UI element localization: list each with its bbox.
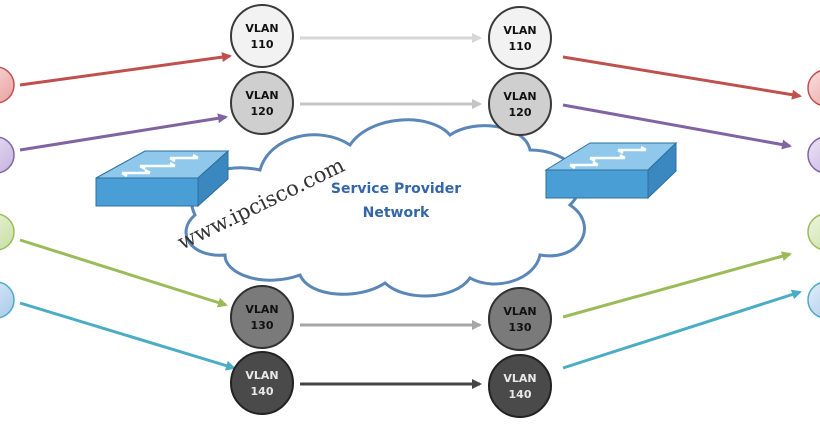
vlan-word: VLAN: [245, 22, 278, 35]
vlan-word: VLAN: [503, 24, 536, 37]
vlan-id: 140: [251, 385, 274, 398]
vlan-node-left-110: VLAN 110: [230, 4, 294, 68]
vlan-node-left-140: VLAN 140: [230, 351, 294, 415]
link-right-cyan-arrow: [562, 289, 802, 370]
vlan-word: VLAN: [245, 89, 278, 102]
vlan-word: VLAN: [245, 369, 278, 382]
vlan-id: 140: [509, 388, 532, 401]
vlan-id: 130: [509, 321, 532, 334]
access-links: [19, 52, 802, 371]
link-right-green-arrow: [562, 251, 792, 319]
service-provider-cloud: Service Provider Network: [184, 118, 586, 298]
network-label-line2: Network: [363, 205, 430, 221]
vlan-node-right-120: VLAN 120: [488, 72, 552, 136]
right-devices: [807, 70, 820, 318]
vlan-id: 120: [509, 106, 532, 119]
link-right-red-arrow: [562, 55, 802, 100]
vlan-node-left-120: VLAN 120: [230, 71, 294, 135]
link-right-purple-arrow: [562, 103, 792, 150]
vlan-id: 120: [251, 105, 274, 118]
switch-right-icon: [544, 141, 678, 200]
vlan-id: 110: [251, 38, 274, 51]
cloud-shape: [184, 118, 586, 298]
device-right-blue: [807, 282, 820, 318]
link-left-cyan-arrow: [19, 301, 236, 371]
device-left-purple: [0, 136, 15, 174]
device-right-red: [807, 70, 820, 106]
vlan-word: VLAN: [245, 303, 278, 316]
vlan-node-left-130: VLAN 130: [230, 285, 294, 349]
vlan-node-right-130: VLAN 130: [488, 287, 552, 351]
network-label-line1: Service Provider: [331, 181, 461, 197]
vlan-id: 110: [509, 40, 532, 53]
link-left-red-arrow: [19, 52, 232, 87]
vlan-word: VLAN: [503, 305, 536, 318]
vlan-word: VLAN: [503, 372, 536, 385]
device-left-red: [0, 66, 15, 104]
device-left-blue: [0, 281, 15, 319]
device-right-purple: [807, 137, 820, 173]
link-left-purple-arrow: [19, 113, 228, 152]
link-left-green-arrow: [19, 238, 228, 308]
trunk-links: [300, 33, 482, 389]
vlan-word: VLAN: [503, 90, 536, 103]
vlan-node-right-110: VLAN 110: [488, 6, 552, 70]
switch-left-icon: [95, 149, 230, 208]
vlan-node-right-140: VLAN 140: [488, 354, 552, 418]
left-devices: [0, 66, 15, 319]
device-right-green: [807, 214, 820, 250]
vlan-id: 130: [251, 319, 274, 332]
device-left-green: [0, 213, 15, 251]
